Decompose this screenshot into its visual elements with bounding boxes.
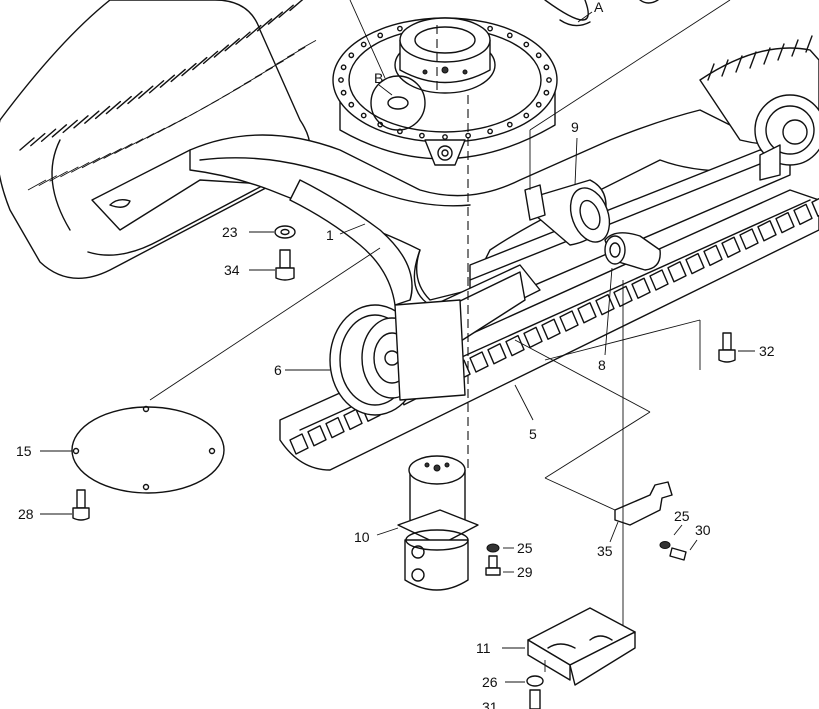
center-swivel-joint bbox=[397, 455, 479, 591]
center-lines bbox=[436, 20, 469, 470]
callout-5: 5 bbox=[529, 426, 537, 442]
callout-detail-a: A bbox=[594, 0, 604, 15]
washer-25-swivel bbox=[486, 543, 500, 553]
washer-23 bbox=[274, 225, 296, 239]
travel-motor bbox=[524, 179, 611, 246]
front-idler bbox=[329, 299, 466, 416]
label-leaders bbox=[40, 11, 755, 683]
callout-10: 10 bbox=[354, 529, 370, 545]
callout-26: 26 bbox=[482, 674, 498, 690]
bolt-34 bbox=[275, 249, 295, 281]
callout-25-swivel: 25 bbox=[517, 540, 533, 556]
swing-bearing bbox=[332, 0, 659, 166]
callout-11: 11 bbox=[476, 640, 491, 656]
callout-15: 15 bbox=[16, 443, 32, 459]
callout-35: 35 bbox=[597, 543, 613, 559]
washer-26 bbox=[526, 675, 544, 687]
callouts: 1 23 34 6 15 28 10 25 29 35 25 30 11 26 … bbox=[16, 0, 775, 709]
callout-29: 29 bbox=[517, 564, 533, 580]
callout-32: 32 bbox=[759, 343, 775, 359]
callout-8: 8 bbox=[598, 357, 606, 373]
callout-6: 6 bbox=[274, 362, 282, 378]
callout-detail-b: B bbox=[374, 70, 383, 86]
callout-31: 31 bbox=[482, 699, 498, 709]
bolt-28 bbox=[72, 489, 90, 521]
bolt-29 bbox=[485, 555, 501, 576]
callout-28: 28 bbox=[18, 506, 34, 522]
callout-9: 9 bbox=[571, 119, 579, 135]
bolt-30 bbox=[669, 547, 687, 561]
callout-30: 30 bbox=[695, 522, 711, 538]
cover-plate bbox=[71, 405, 225, 494]
bolt-31 bbox=[529, 689, 541, 709]
callout-23: 23 bbox=[222, 224, 238, 240]
bolt-32 bbox=[718, 332, 736, 363]
leader-lines bbox=[149, 0, 731, 672]
callout-25-bracket: 25 bbox=[674, 508, 690, 524]
bracket-11 bbox=[527, 607, 636, 686]
callout-34: 34 bbox=[224, 262, 240, 278]
washer-25-bracket bbox=[659, 541, 671, 549]
upper-roller bbox=[604, 232, 661, 271]
callout-1: 1 bbox=[326, 227, 334, 243]
bracket-35 bbox=[614, 481, 673, 526]
